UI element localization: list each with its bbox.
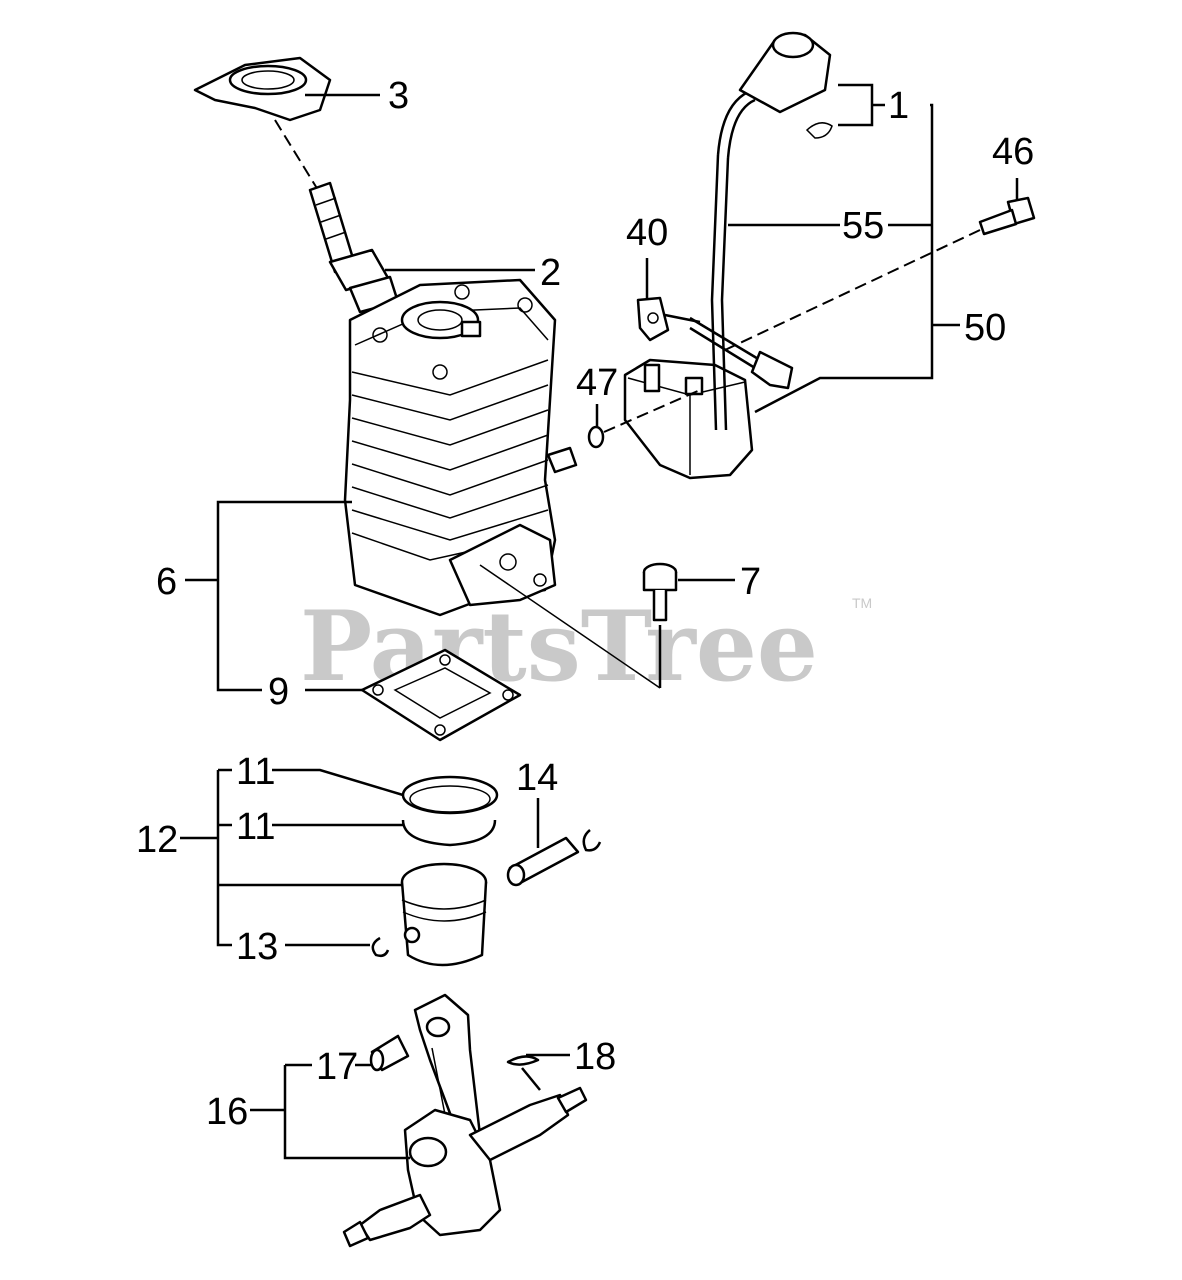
leader-lines [180, 83, 1019, 1160]
callout-6: 6 [156, 561, 177, 603]
part-46-screw [978, 196, 1036, 236]
callout-14: 14 [516, 757, 558, 799]
dash-screw-to-coil [724, 229, 981, 351]
primary-lead [689, 316, 794, 390]
part-12-piston [400, 862, 488, 967]
part-50-ignition-coil [623, 358, 754, 480]
callout-55: 55 [842, 205, 884, 247]
callout-50: 50 [964, 307, 1006, 349]
part-1-plug-cap [738, 31, 833, 139]
part-11-piston-rings [401, 775, 499, 847]
callout-12: 12 [136, 819, 178, 861]
callout-13: 13 [236, 926, 278, 968]
part-16-crankshaft [342, 993, 588, 1248]
part-47-washer [587, 425, 605, 449]
callout-11b: 11 [236, 806, 275, 848]
callout-16: 16 [206, 1091, 248, 1133]
watermark-tm: TM [852, 595, 872, 611]
callout-18: 18 [574, 1036, 616, 1078]
callout-11a: 11 [236, 751, 275, 793]
part-3-boot [193, 56, 332, 122]
callouts: 3 2 1 46 40 55 50 47 6 7 9 11 11 12 13 1… [136, 75, 1034, 1133]
part-2-spark-plug [308, 181, 400, 314]
callout-7: 7 [740, 561, 761, 603]
callout-3: 3 [388, 75, 409, 117]
part-17-needle-bearing [369, 1034, 410, 1072]
part-40-terminal [636, 296, 701, 342]
callout-9: 9 [268, 671, 289, 713]
part-14-piston-pin [506, 829, 602, 887]
callout-2: 2 [540, 252, 561, 294]
part-18-key [506, 1055, 540, 1066]
part-55-hv-wire [710, 90, 756, 431]
part-9-gasket [360, 648, 522, 742]
dash-boot-to-plug [274, 119, 319, 191]
part-7-bolt [642, 562, 678, 622]
part-13-circlip [371, 936, 390, 958]
callout-1: 1 [888, 85, 909, 127]
callout-47: 47 [576, 362, 618, 404]
bolt-axis-line [479, 564, 661, 689]
callout-46: 46 [992, 131, 1034, 173]
callout-17: 17 [316, 1046, 358, 1088]
callout-40: 40 [626, 212, 668, 254]
part-6-cylinder [343, 278, 578, 617]
